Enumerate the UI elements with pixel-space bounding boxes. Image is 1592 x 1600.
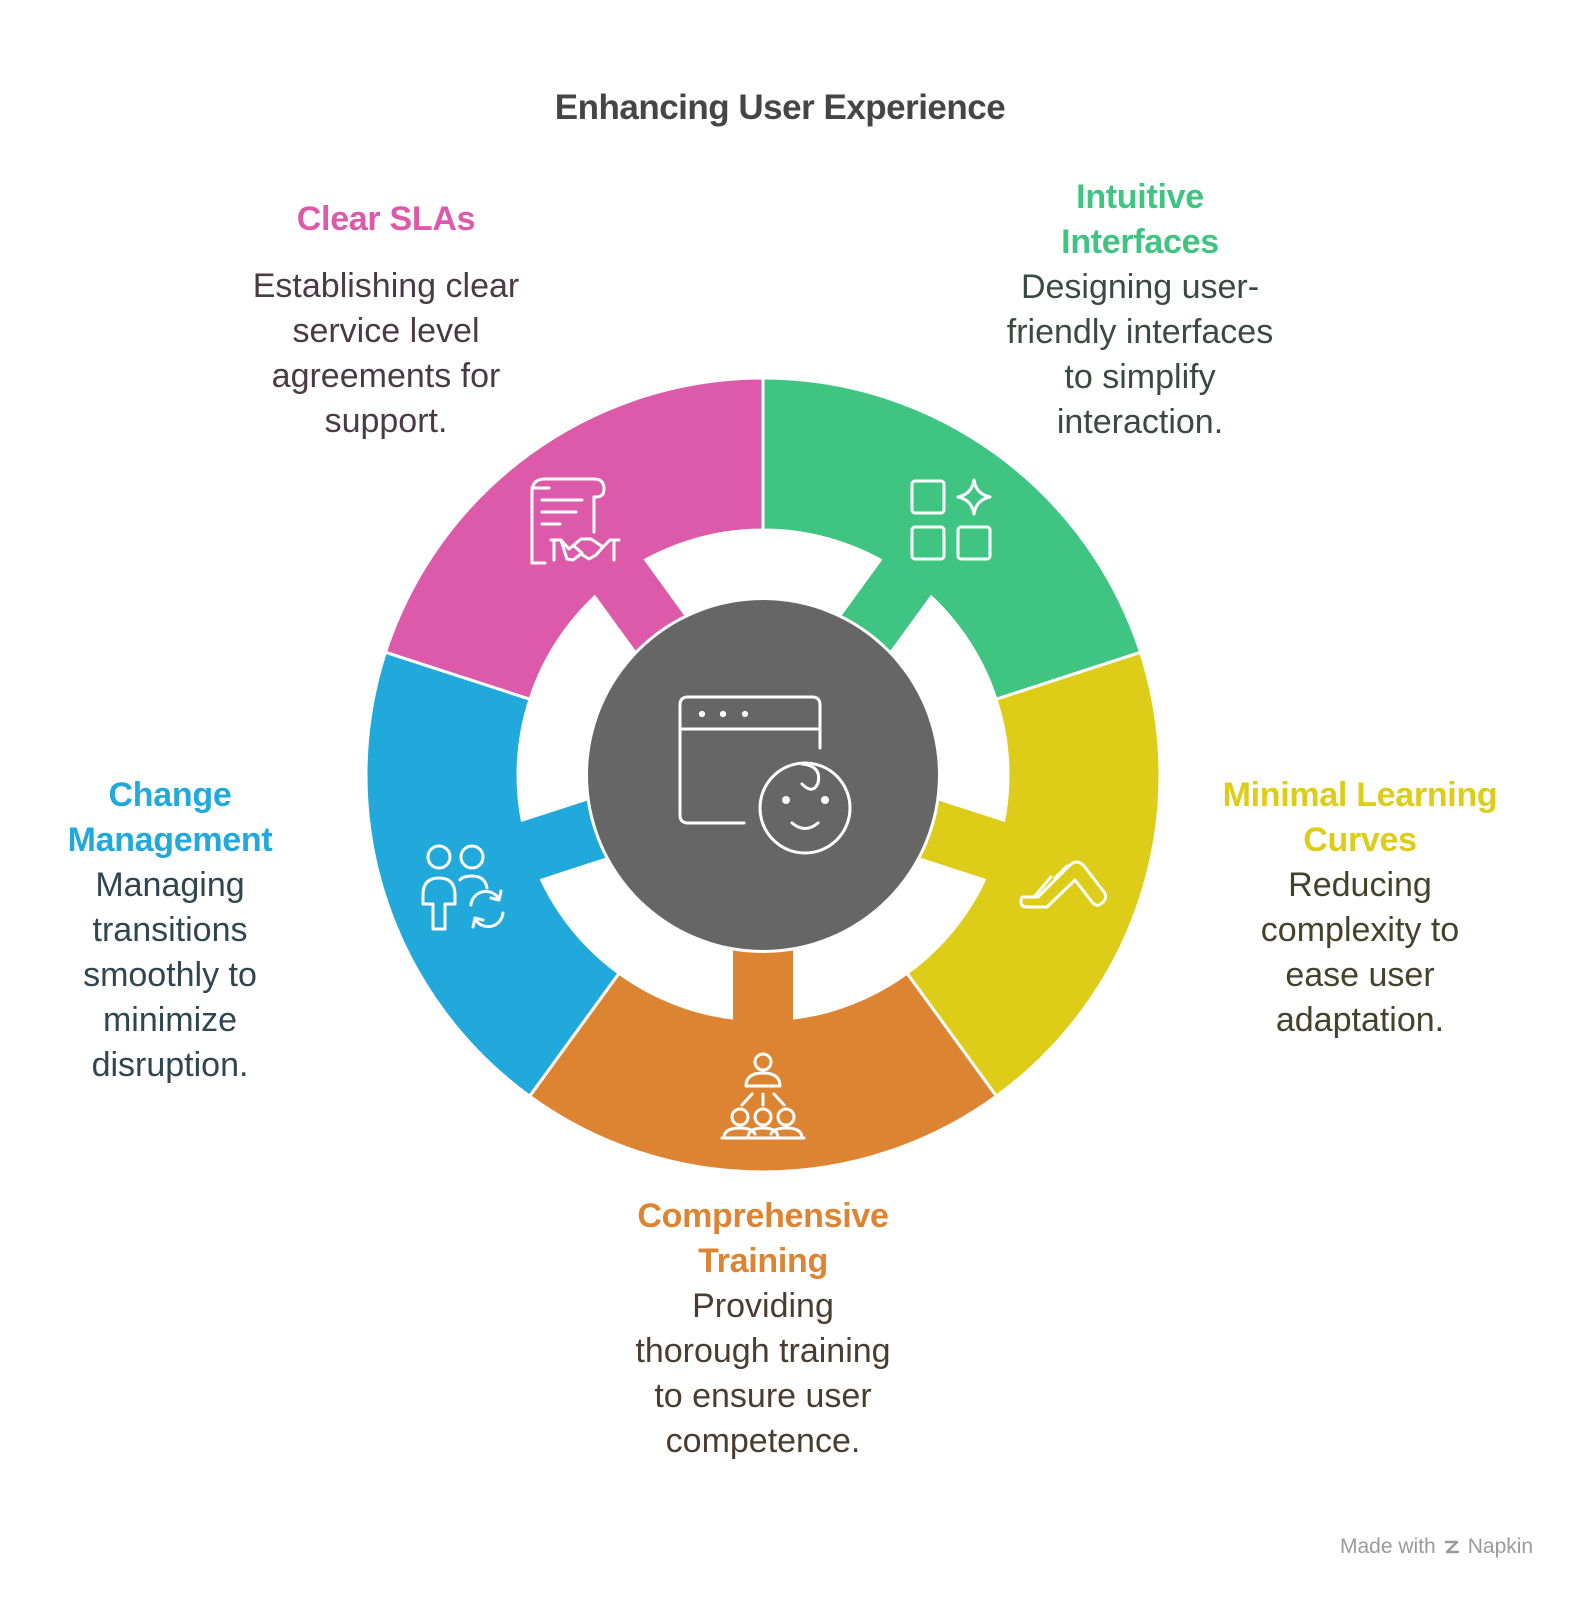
- diagram-title: Enhancing User Experience: [554, 88, 1006, 127]
- ring-segment-minimal-learning-curves: [904, 650, 1162, 1099]
- heading-change-management: Change Management: [20, 773, 320, 863]
- heading-intuitive-interfaces: Intuitive Interfaces: [960, 175, 1320, 265]
- napkin-logo-icon: [1444, 1540, 1459, 1554]
- ring-segment-change-management: [364, 650, 622, 1099]
- description-line: support.: [324, 402, 448, 440]
- center-hub: [588, 600, 938, 950]
- contract-handshake-icon: [530, 477, 621, 565]
- heading-line: Change: [108, 776, 232, 814]
- ring-segment-clear-slas: [383, 376, 765, 702]
- text-block-comprehensive-training: Comprehensive Training Providing thoroug…: [593, 1194, 933, 1464]
- description-line: interaction.: [1056, 403, 1224, 441]
- text-block-change-management: Change Management Managing transitions s…: [20, 773, 320, 1088]
- description-intuitive-interfaces: Designing user- friendly interfaces to s…: [960, 265, 1320, 445]
- watermark-brand: Napkin: [1467, 1535, 1534, 1558]
- description-line: disruption.: [91, 1046, 249, 1084]
- heading-line: Clear SLAs: [296, 200, 476, 238]
- ring-segment-intuitive-interfaces: [761, 376, 1143, 702]
- description-line: thorough training: [635, 1332, 891, 1370]
- app-grid-sparkle-icon: [910, 478, 992, 561]
- description-line: Reducing: [1288, 866, 1432, 904]
- description-line: to simplify: [1064, 358, 1216, 396]
- description-clear-slas: Establishing clear service level agreeme…: [186, 264, 586, 444]
- heading-clear-slas: Clear SLAs: [186, 197, 586, 242]
- connector-change-management: [516, 798, 614, 881]
- description-line: Designing user-: [1020, 268, 1260, 306]
- heading-line: Comprehensive: [637, 1197, 889, 1235]
- description-line: agreements for: [271, 357, 501, 395]
- description-comprehensive-training: Providing thorough training to ensure us…: [593, 1284, 933, 1464]
- slide-playground-icon: [1019, 860, 1108, 909]
- browser-window-with-smiling-baby-face-icon: [678, 695, 852, 855]
- description-line: Managing: [95, 866, 245, 904]
- description-line: friendly interfaces: [1006, 313, 1274, 351]
- description-line: minimize: [102, 1001, 238, 1039]
- description-line: adaptation.: [1275, 1001, 1445, 1039]
- description-line: service level: [292, 312, 480, 350]
- description-line: transitions: [92, 911, 248, 949]
- connector-minimal-learning-curves: [912, 798, 1010, 881]
- description-change-management: Managing transitions smoothly to minimiz…: [20, 863, 320, 1088]
- description-line: smoothly to: [83, 956, 257, 994]
- watermark-prefix: Made with: [1340, 1535, 1436, 1558]
- heading-line: Training: [698, 1242, 828, 1280]
- heading-comprehensive-training: Comprehensive Training: [593, 1194, 933, 1284]
- description-line: Establishing clear: [252, 267, 520, 305]
- napkin-watermark: Made with Napkin: [1340, 1535, 1533, 1559]
- heading-line: Management: [67, 821, 273, 859]
- heading-minimal-learning-curves: Minimal Learning Curves: [1190, 773, 1530, 863]
- heading-line: Minimal Learning: [1222, 776, 1498, 814]
- people-exchange-icon: [421, 844, 505, 931]
- heading-line: Curves: [1303, 821, 1417, 859]
- text-block-minimal-learning-curves: Minimal Learning Curves Reducing complex…: [1190, 773, 1530, 1043]
- presenter-audience-icon: [720, 1052, 806, 1140]
- heading-line: Interfaces: [1061, 223, 1219, 261]
- description-line: ease user: [1285, 956, 1435, 994]
- connector-comprehensive-training: [733, 942, 793, 1024]
- description-minimal-learning-curves: Reducing complexity to ease user adaptat…: [1190, 863, 1530, 1043]
- text-block-clear-slas: Clear SLAs Establishing clear service le…: [186, 197, 586, 444]
- text-block-intuitive-interfaces: Intuitive Interfaces Designing user- fri…: [960, 175, 1320, 445]
- description-line: to ensure user: [654, 1377, 872, 1415]
- description-line: competence.: [665, 1422, 861, 1460]
- description-line: Providing: [692, 1287, 834, 1325]
- heading-line: Intuitive: [1076, 178, 1204, 216]
- description-line: complexity to: [1260, 911, 1460, 949]
